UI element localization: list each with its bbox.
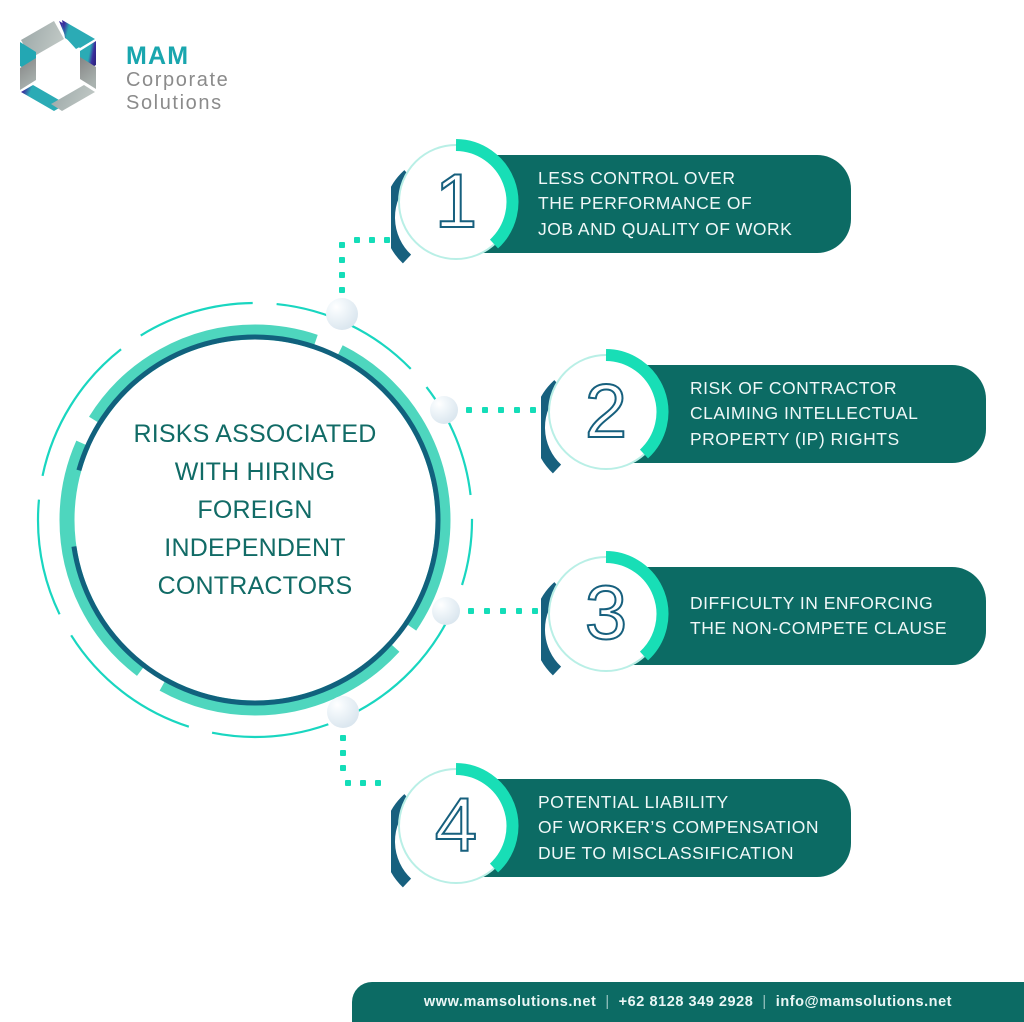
connector-node-2 [430,396,458,424]
footer-bar: www.mamsolutions.net | +62 8128 349 2928 | i… [352,982,1024,1022]
page-title: RISKS ASSOCIATED WITH HIRING FOREIGN IND… [105,415,405,605]
footer-separator-1: | [605,994,610,1010]
risk-item-4-line-3: DUE TO MISCLASSIFICATION [538,842,795,863]
risk-item-2-line-1: RISK OF CONTRACTOR [690,378,898,399]
risk-item-1-line-1: LESS CONTROL OVER [538,168,736,189]
footer-email[interactable]: info@mamsolutions.net [775,994,953,1010]
risk-item-1-line-2: THE PERFORMANCE OF [538,193,753,214]
risk-item-3-number-badge[interactable]: 3 [533,551,671,681]
brand-logo-text: MAM Corporate Solutions [126,44,229,115]
risk-item-4-text: POTENTIAL LIABILITY OF WORKER’S COMPENSA… [538,790,819,866]
risk-item-3-number: 3 [584,571,628,656]
central-hub: RISKS ASSOCIATED WITH HIRING FOREIGN IND… [20,285,490,755]
footer-contact-line: www.mamsolutions.net | +62 8128 349 2928 | i… [424,994,952,1010]
risk-item-2-line-2: CLAIMING INTELLECTUAL [690,403,919,424]
risk-item-4-line-1: POTENTIAL LIABILITY [538,792,729,813]
title-line-3: FOREIGN [197,496,313,524]
central-rings-graphic [36,301,474,739]
title-line-2: WITH HIRING [174,458,336,486]
risk-item-4-number: 4 [434,783,478,868]
footer-website[interactable]: www.mamsolutions.net [423,994,597,1010]
risk-item-1-number: 1 [434,159,478,244]
footer-separator-2: | [762,994,767,1010]
brand-tagline-line1: Corporate [126,69,230,91]
risk-item-1-line-3: JOB AND QUALITY OF WORK [538,218,793,239]
risk-item-4-line-2: OF WORKER’S COMPENSATION [538,817,819,838]
risk-item-2-badge-arcs [533,349,669,474]
risk-item-1-number-badge[interactable]: 1 [383,139,521,269]
footer-phone[interactable]: +62 8128 349 2928 [618,994,754,1010]
connector-node-1 [326,298,358,330]
connector-node-3 [432,597,460,625]
risk-item-3-text: DIFFICULTY IN ENFORCING THE NON-COMPETE … [690,591,947,641]
connector-node-4 [327,696,359,728]
title-line-4: INDEPENDENT [164,534,346,562]
brand-logo[interactable]: MAM Corporate Solutions [14,14,274,124]
risk-item-2-number-badge[interactable]: 2 [533,349,671,479]
risk-item-1-text: LESS CONTROL OVER THE PERFORMANCE OF JOB… [538,166,792,242]
risk-item-3-line-1: DIFFICULTY IN ENFORCING [690,592,934,613]
risk-item-2-line-3: PROPERTY (IP) RIGHTS [690,428,900,449]
hexagon-cube-logo-icon [14,14,118,118]
risk-item-2-number: 2 [584,369,628,454]
brand-tagline-line2: Solutions [126,92,223,114]
brand-name: MAM [126,42,190,70]
title-line-5: CONTRACTORS [157,572,353,600]
title-line-1: RISKS ASSOCIATED [133,420,377,448]
risk-item-4-number-badge[interactable]: 4 [383,763,521,893]
risk-item-2-text: RISK OF CONTRACTOR CLAIMING INTELLECTUAL… [690,376,918,452]
risk-item-3-line-2: THE NON-COMPETE CLAUSE [690,618,947,638]
